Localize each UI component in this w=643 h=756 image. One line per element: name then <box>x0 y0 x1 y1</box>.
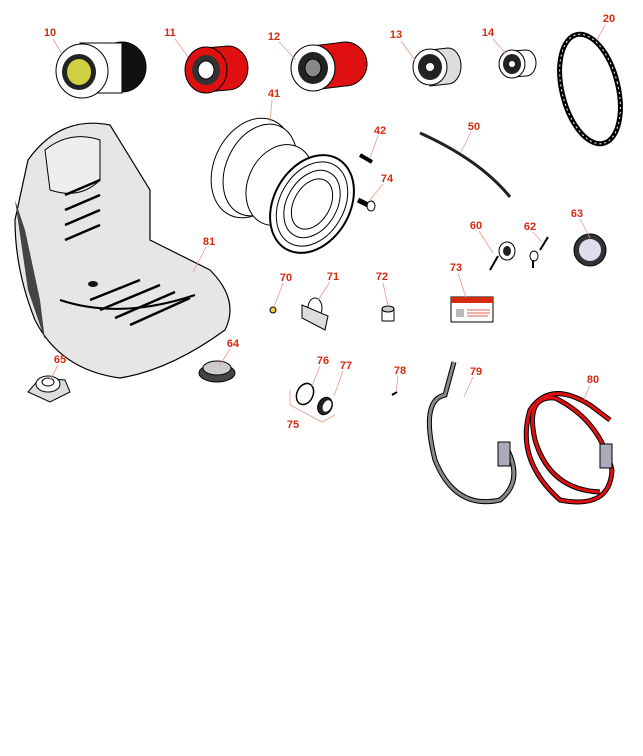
part-50-hose[interactable] <box>419 131 512 198</box>
part-64-mount[interactable] <box>198 360 236 383</box>
callout-10[interactable]: 10 <box>44 27 56 39</box>
callout-76[interactable]: 76 <box>317 355 329 367</box>
part-60-switch[interactable] <box>489 241 516 271</box>
part-72-cap[interactable] <box>381 305 395 322</box>
callout-13[interactable]: 13 <box>390 29 402 41</box>
part-80-cable[interactable] <box>523 391 615 505</box>
part-77-bushing[interactable] <box>315 395 335 417</box>
part-42-bolt[interactable] <box>358 153 374 164</box>
part-62-key[interactable] <box>529 236 549 268</box>
callout-73[interactable]: 73 <box>450 262 462 274</box>
callout-64[interactable]: 64 <box>227 338 240 350</box>
part-78-pin[interactable] <box>391 391 398 396</box>
callout-77[interactable]: 77 <box>340 360 352 372</box>
callout-12[interactable]: 12 <box>268 31 280 43</box>
part-63-gauge[interactable] <box>573 233 607 267</box>
callout-71[interactable]: 71 <box>327 271 339 283</box>
callout-74[interactable]: 74 <box>381 173 394 185</box>
callout-75[interactable]: 75 <box>287 419 299 431</box>
leader-lines <box>49 24 606 423</box>
callout-80[interactable]: 80 <box>587 374 599 386</box>
part-14-filter[interactable] <box>498 49 537 79</box>
part-76-ring[interactable] <box>293 381 317 408</box>
part-73-decal[interactable] <box>450 296 494 323</box>
part-74-bolt[interactable] <box>356 197 376 212</box>
callout-65[interactable]: 65 <box>54 354 66 366</box>
callout-14[interactable]: 14 <box>482 27 495 39</box>
part-70-fuse[interactable] <box>269 306 277 314</box>
callout-62[interactable]: 62 <box>524 221 536 233</box>
part-11-filter[interactable] <box>184 45 249 94</box>
callout-42[interactable]: 42 <box>374 125 386 137</box>
callout-20[interactable]: 20 <box>603 13 615 25</box>
callout-11[interactable]: 11 <box>164 27 176 39</box>
part-12-filter[interactable] <box>290 41 368 92</box>
part-81-seat[interactable] <box>14 122 231 379</box>
part-10-air-filter[interactable] <box>55 41 147 99</box>
callout-81[interactable]: 81 <box>203 236 215 248</box>
callout-labels: 10 11 12 13 14 20 41 42 50 74 60 62 63 8… <box>44 13 615 431</box>
callout-41[interactable]: 41 <box>268 88 280 100</box>
callout-72[interactable]: 72 <box>376 271 388 283</box>
callout-63[interactable]: 63 <box>571 208 583 220</box>
part-13-filter[interactable] <box>412 47 462 87</box>
callout-50[interactable]: 50 <box>468 121 480 133</box>
callout-78[interactable]: 78 <box>394 365 406 377</box>
part-41-wheel[interactable] <box>196 105 371 268</box>
callout-79[interactable]: 79 <box>470 366 482 378</box>
callout-70[interactable]: 70 <box>280 272 292 284</box>
part-71-bracket[interactable] <box>301 297 329 331</box>
part-79-cable[interactable] <box>426 361 517 505</box>
part-65-mount[interactable] <box>27 375 71 403</box>
callout-60[interactable]: 60 <box>470 220 482 232</box>
part-20-belt[interactable] <box>549 28 630 150</box>
